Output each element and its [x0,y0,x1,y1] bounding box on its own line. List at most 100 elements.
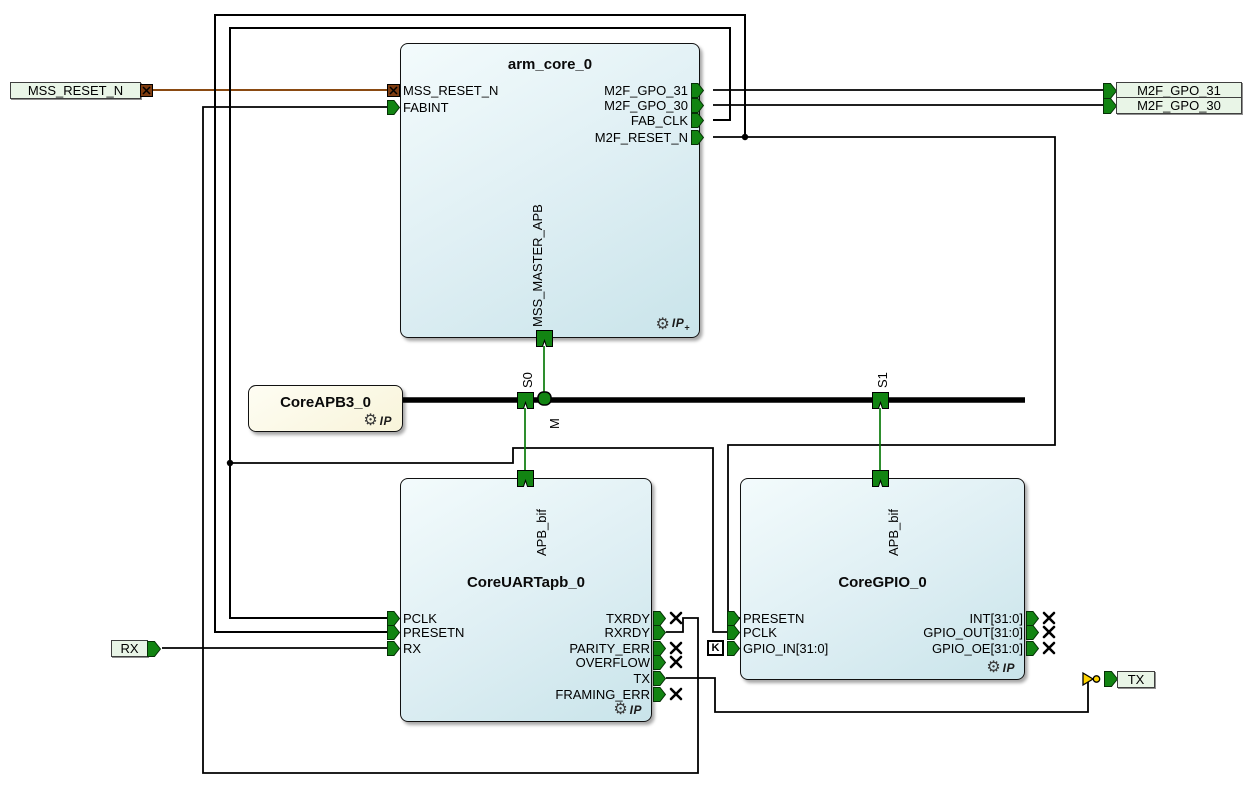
block-arm-core-0[interactable]: arm_core_0 ⚙ IP+ [400,43,700,338]
port-gpio-int[interactable]: INT[31:0] [862,610,1056,626]
port-arrow-icon [653,654,666,670]
port-uart-rx[interactable]: RX [387,640,421,656]
port-label-gpio-apb-bif: APB_bif [886,509,901,556]
port-gpio-apb-bif[interactable] [872,470,889,492]
port-arrow-icon [1026,624,1039,640]
net-tx[interactable] [666,677,1089,713]
port-uart-txrdy[interactable]: TXRDY [487,610,683,626]
port-arrow-icon [653,640,666,656]
port-arrow-icon [691,82,704,98]
bus-port-master-m[interactable] [537,391,552,411]
block-title: CoreAPB3_0 [280,394,371,411]
tag-mss-reset-n[interactable]: MSS_RESET_N [10,82,153,99]
port-arrow-icon [147,640,161,657]
tag-tx[interactable]: TX [1082,670,1155,688]
unconnected-x-icon [669,641,683,655]
port-gpio-gpio-in[interactable]: K GPIO_IN[31:0] [707,640,828,656]
pad-connected-marker-icon [387,83,400,97]
buffer-triangle-icon [1082,671,1101,687]
port-arrow-icon [691,97,704,113]
tag-m2f-gpo-30[interactable]: M2F_GPO_30 [1103,97,1242,114]
port-uart-parity-err[interactable]: PARITY_ERR [487,640,683,656]
bus-label-s0: S0 [520,372,535,388]
unconnected-x-icon [669,655,683,669]
ip-plus-badge: ⚙ IP+ [655,315,690,333]
net-m2f-reset-n-branch[interactable] [214,14,746,633]
bus-port-s0[interactable] [517,392,534,414]
bus-port-s1[interactable] [872,392,889,414]
port-arrow-icon [653,624,666,640]
tag-rx[interactable]: RX [111,640,161,657]
port-arrow-icon [691,112,704,128]
wire-junction-dot [741,133,749,141]
bus-port-icon [872,470,889,487]
block-title: arm_core_0 [507,56,593,73]
pad-connected-marker-icon [140,84,153,97]
block-coreapb3-0[interactable]: CoreAPB3_0 ⚙ IP [248,385,403,432]
port-uart-overflow[interactable]: OVERFLOW [487,654,683,670]
port-arm-mss-master-apb[interactable] [536,330,553,352]
net-rxrdy-to-fabint[interactable] [202,106,699,774]
port-arrow-icon [1026,610,1039,626]
port-arrow-icon [653,670,666,686]
net-fab-clk[interactable] [229,27,731,619]
port-arrow-icon [387,624,400,640]
port-arrow-icon [387,640,400,656]
port-label-mss-master-apb: MSS_MASTER_APB [530,204,545,327]
unconnected-x-icon [1042,641,1056,655]
port-arrow-icon [727,610,740,626]
ip-badge: ⚙ IP [363,412,392,429]
unconnected-x-icon [669,611,683,625]
bus-port-icon [872,392,889,409]
port-gpio-gpio-oe[interactable]: GPIO_OE[31:0] [862,640,1056,656]
port-arrow-icon [653,686,666,702]
block-coreuartapb-0[interactable]: CoreUARTapb_0 ⚙ IP [400,478,652,722]
port-arm-m2f-gpo-30-row[interactable]: M2F_GPO_30 [558,97,704,113]
block-title: CoreUARTapb_0 [466,574,586,591]
block-coregpio-0[interactable]: CoreGPIO_0 ⚙ IP [740,478,1025,680]
bus-label-m: M [547,418,562,429]
port-arrow-icon [1103,97,1117,114]
tag-m2f-gpo-31[interactable]: M2F_GPO_31 [1103,82,1242,99]
unconnected-x-icon [1042,625,1056,639]
port-arrow-icon [387,610,400,626]
wire-junction-dot [226,459,234,467]
port-arm-m2f-reset-n-row[interactable]: M2F_RESET_N [558,129,704,145]
net-fab-clk-branch[interactable] [230,447,727,633]
block-title: CoreGPIO_0 [838,574,927,591]
port-arrow-icon [387,99,400,115]
port-arm-mss-reset-n[interactable]: MSS_RESET_N [387,82,498,98]
port-gpio-gpio-out[interactable]: GPIO_OUT[31:0] [862,624,1056,640]
port-arrow-icon [727,640,740,656]
port-uart-rxrdy[interactable]: RXRDY [487,624,683,640]
port-uart-tx[interactable]: TX [487,670,683,686]
port-gpio-presetn[interactable]: PRESETN [707,610,804,626]
bus-port-icon [517,470,534,487]
bus-master-port-icon [537,391,552,406]
port-uart-framing-err[interactable]: FRAMING_ERR [487,686,683,702]
port-uart-presetn[interactable]: PRESETN [387,624,464,640]
port-uart-apb-bif[interactable] [517,470,534,492]
port-arrow-icon [691,129,704,145]
port-arm-fab-clk-row[interactable]: FAB_CLK [558,112,704,128]
wrench-gear-icon: ⚙ [655,316,670,333]
ip-badge: ⚙ IP [613,701,642,718]
port-gpio-pclk[interactable]: PCLK [707,624,777,640]
wrench-gear-icon: ⚙ [986,659,1001,676]
port-arm-m2f-gpo-31-row[interactable]: M2F_GPO_31 [558,82,704,98]
constant-k-marker[interactable]: K [707,640,724,656]
port-arrow-icon [1104,671,1118,687]
bus-port-icon [536,330,553,347]
port-arrow-icon [1026,640,1039,656]
unconnected-x-icon [1042,611,1056,625]
port-arrow-icon [727,624,740,640]
port-uart-pclk[interactable]: PCLK [387,610,437,626]
wrench-gear-icon: ⚙ [363,412,378,429]
port-arrow-icon [653,610,666,626]
wrench-gear-icon: ⚙ [613,701,628,718]
port-arrow-icon [1103,82,1117,99]
port-arm-fabint[interactable]: FABINT [387,99,449,115]
